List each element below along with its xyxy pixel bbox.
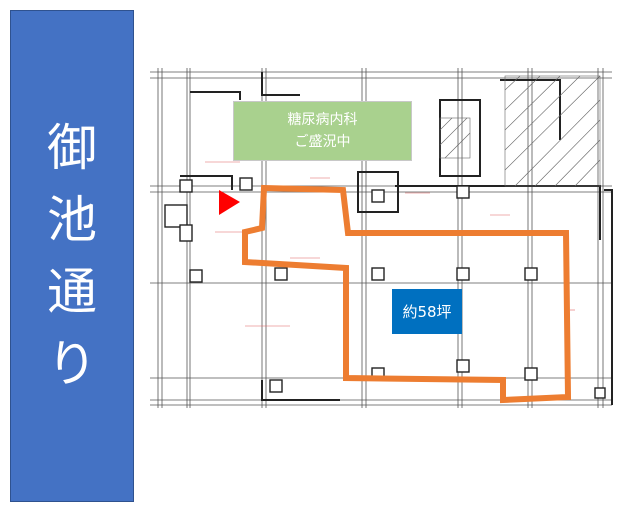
hatched-areas: [439, 75, 601, 187]
clinic-status: ご盛況中: [294, 134, 351, 150]
street-name-panel: 御 池 通 り: [10, 10, 134, 502]
street-char: 池: [47, 191, 97, 249]
area-label-box: 約58坪: [392, 289, 462, 334]
area-label: 約58坪: [402, 303, 452, 321]
clinic-name: 糖尿病内科: [287, 112, 358, 128]
street-char: 通: [47, 263, 97, 321]
entrance-marker: [219, 190, 240, 215]
tenant-area-outline: [242, 184, 572, 404]
clinic-label-box: 糖尿病内科 ご盛況中: [233, 101, 412, 161]
street-char: り: [47, 335, 97, 393]
columns: [164, 177, 606, 399]
street-char: 御: [47, 119, 97, 177]
floor-plan-drawing: [150, 68, 613, 408]
